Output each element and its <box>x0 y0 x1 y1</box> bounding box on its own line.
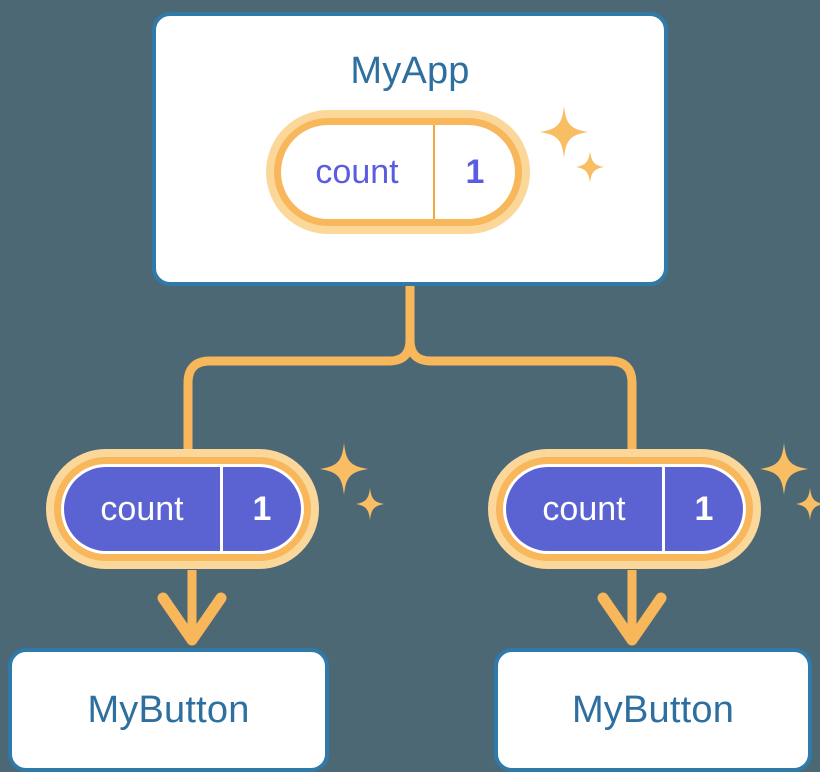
state-key: count <box>315 153 399 191</box>
component-box-mybutton-right[interactable]: MyButton <box>494 648 812 772</box>
state-pill-body: count 1 <box>64 467 301 551</box>
arrowhead-left <box>157 592 227 646</box>
wire-app-to-right-child <box>405 281 637 457</box>
sparkle-icon <box>760 443 820 520</box>
state-value: 1 <box>694 490 714 528</box>
state-pill-inner: count 1 <box>54 457 311 561</box>
state-pill-divider <box>220 467 223 551</box>
sparkle-icon <box>320 443 384 520</box>
component-title-mybutton: MyButton <box>87 689 250 731</box>
component-title-mybutton: MyButton <box>571 689 735 731</box>
state-pill-child-left[interactable]: count 1 <box>46 449 319 569</box>
wire-app-to-left-child <box>183 281 415 457</box>
arrowhead-right <box>597 592 667 646</box>
state-key: count <box>542 490 626 528</box>
state-pill-child-right[interactable]: count 1 <box>488 449 761 569</box>
state-pill-divider <box>662 467 665 551</box>
state-pill-myapp[interactable]: count 1 <box>266 110 530 234</box>
component-box-mybutton-left[interactable]: MyButton <box>8 648 329 772</box>
state-pill-inner: count 1 <box>274 118 522 226</box>
state-value: 1 <box>465 153 485 191</box>
component-title-myapp: MyApp <box>350 50 470 92</box>
state-value: 1 <box>252 490 272 528</box>
state-pill-body: count 1 <box>506 467 743 551</box>
state-pill-divider <box>433 125 435 219</box>
state-key: count <box>100 490 184 528</box>
state-pill-inner: count 1 <box>496 457 753 561</box>
